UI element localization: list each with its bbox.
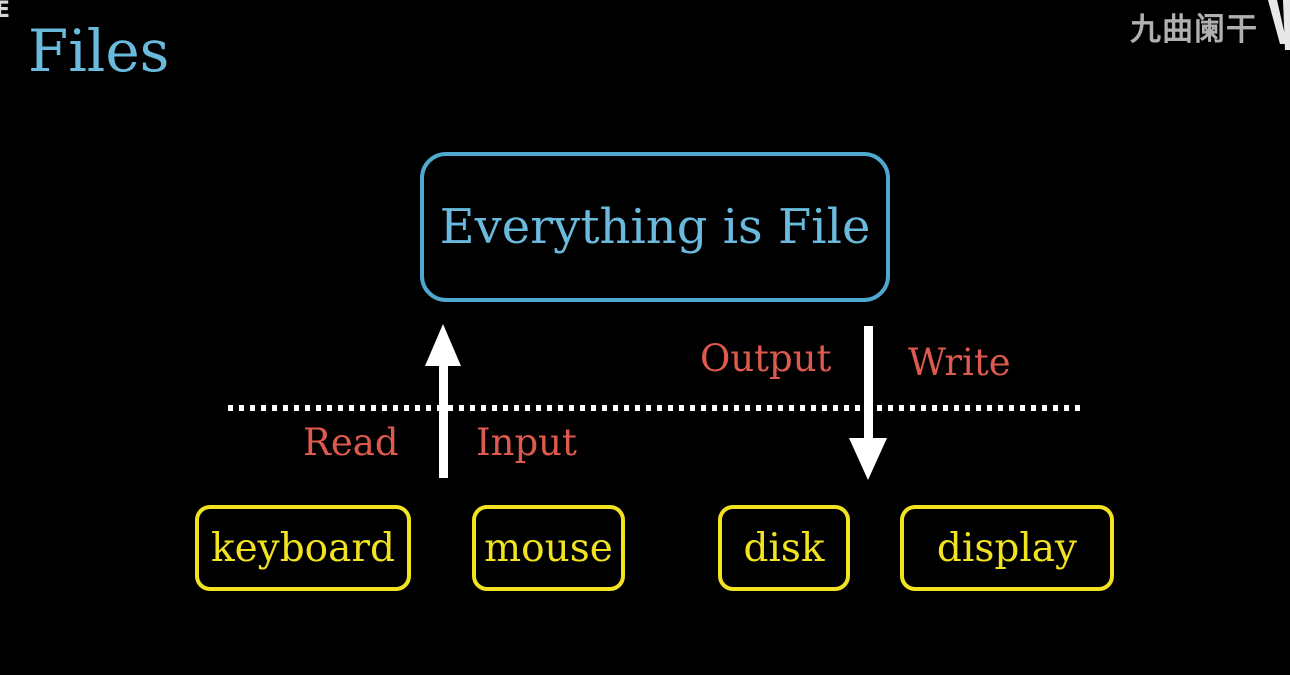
device-box-keyboard: keyboard [195, 505, 411, 591]
device-label: keyboard [210, 525, 396, 571]
device-label: mouse [484, 525, 613, 571]
input-arrow-head-icon [425, 324, 461, 366]
partial-v-logo-icon [1268, 0, 1290, 50]
device-label: disk [743, 525, 825, 571]
everything-is-file-label: Everything is File [439, 199, 871, 255]
device-box-disk: disk [718, 505, 850, 591]
everything-is-file-box: Everything is File [420, 152, 890, 302]
watermark: 九曲阑干 [1130, 0, 1290, 54]
output-label: Output [700, 337, 832, 380]
device-label: display [936, 525, 1078, 571]
input-label: Input [476, 421, 577, 464]
input-arrow-shaft [439, 362, 448, 478]
output-arrow-head-icon [849, 438, 887, 480]
device-box-display: display [900, 505, 1114, 591]
write-label: Write [908, 341, 1011, 384]
device-box-mouse: mouse [472, 505, 625, 591]
io-boundary-dotted-line [228, 405, 1084, 411]
read-label: Read [303, 421, 399, 464]
corner-text-fragment: E [0, 0, 11, 23]
page-title: Files [28, 17, 170, 85]
output-arrow-shaft [864, 326, 873, 440]
watermark-text: 九曲阑干 [1130, 12, 1258, 48]
